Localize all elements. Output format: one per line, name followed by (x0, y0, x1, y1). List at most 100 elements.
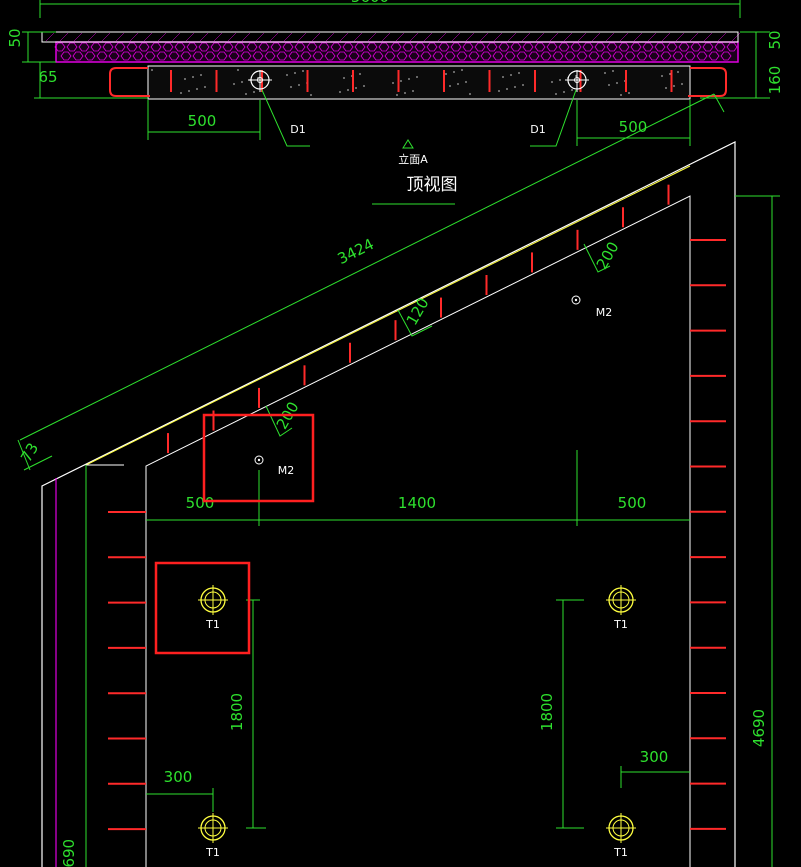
aggregate-dot (151, 69, 153, 71)
aggregate-dot (412, 90, 414, 92)
hatch-cell (198, 42, 210, 52)
aggregate-dot (184, 78, 186, 80)
skin-hatch (717, 32, 727, 42)
pitch-right-dim: 1800 (538, 693, 556, 731)
hatch-cell (174, 42, 186, 52)
t1-anchor (198, 585, 228, 615)
aggregate-dot (669, 73, 671, 75)
skin-hatch (241, 32, 251, 42)
hatch-cell (84, 51, 96, 61)
m2-embed-lower (254, 455, 264, 465)
hatch-cell (324, 51, 336, 61)
insulation-layer (55, 41, 739, 63)
hatch-cell (384, 51, 396, 61)
aggregate-dot (681, 83, 683, 85)
hatch-cell (570, 42, 582, 52)
hatch-cell (252, 51, 264, 61)
aggregate-dot (416, 76, 418, 78)
skin-hatch (129, 32, 139, 42)
aggregate-dot (294, 72, 296, 74)
aggregate-dot (608, 84, 610, 86)
skin-hatch (675, 32, 685, 42)
hatch-cell (288, 51, 300, 61)
hatch-cell (306, 42, 318, 52)
aggregate-dot (298, 84, 300, 86)
aggregate-dot (253, 91, 255, 93)
hatch-cell (432, 51, 444, 61)
hatch-cell (246, 42, 258, 52)
hatch-cell (276, 51, 288, 61)
hatch-cell (300, 51, 312, 61)
hatch-cell (72, 51, 84, 61)
aggregate-dot (575, 75, 577, 77)
aggregate-dot (404, 92, 406, 94)
hatch-cell (270, 42, 282, 52)
hatch-cell (624, 51, 636, 61)
skin-hatch (619, 32, 629, 42)
hatch-cell (114, 42, 126, 52)
hatch-cell (588, 51, 600, 61)
hatch-cell (528, 51, 540, 61)
aggregate-dot (310, 94, 312, 96)
m2-tag-lower: M2 (278, 464, 295, 477)
skin-hatch (507, 32, 517, 42)
hatch-cell (390, 42, 402, 52)
hatch-cell (210, 42, 222, 52)
hatch-cell (60, 51, 72, 61)
skin-hatch (465, 32, 475, 42)
skin-hatch (535, 32, 545, 42)
aggregate-dot (355, 87, 357, 89)
hatch-cell (348, 51, 360, 61)
hatch-cell (258, 42, 270, 52)
aggregate-dot (363, 85, 365, 87)
hyp-offset-dim: 73 (17, 440, 42, 466)
skin-hatch (703, 32, 713, 42)
hatch-cell (372, 51, 384, 61)
aggregate-dot (673, 85, 675, 87)
hatch-cell (618, 42, 630, 52)
skin-hatch (395, 32, 405, 42)
t1-tag-a: T1 (205, 618, 220, 631)
hatch-cell (462, 42, 474, 52)
hatch-cell (678, 42, 690, 52)
aggregate-dot (359, 73, 361, 75)
hatch-cell (132, 51, 144, 61)
aggregate-dot (241, 81, 243, 83)
hatch-cell (648, 51, 660, 61)
t1-anchor (606, 813, 636, 843)
skin-hatch (311, 32, 321, 42)
aggregate-dot (665, 87, 667, 89)
hyp-length-dim: 3424 (335, 235, 377, 268)
hatch-cell (558, 42, 570, 52)
skin-hatch (493, 32, 503, 42)
d1-anchor-right (530, 70, 589, 147)
skin-hatch (521, 32, 531, 42)
slab-outer-outline (41, 141, 736, 867)
aggregate-dot (245, 93, 247, 95)
aggregate-dot (302, 70, 304, 72)
hatch-cell (318, 42, 330, 52)
t1-tag-d: T1 (613, 846, 628, 859)
skin-hatch (255, 32, 265, 42)
aggregate-dot (408, 78, 410, 80)
hatch-cell (720, 51, 732, 61)
aggregate-dot (445, 73, 447, 75)
aggregate-dot (392, 82, 394, 84)
hatch-cell (234, 42, 246, 52)
hatch-cell (510, 42, 522, 52)
skin-hatch (689, 32, 699, 42)
section-strip: 5600 D1 D1 (6, 0, 784, 205)
hatch-cell (666, 42, 678, 52)
hatch-cell (408, 51, 420, 61)
t1-tag-c: T1 (205, 846, 220, 859)
hatch-cell (582, 42, 594, 52)
hatch-cell (294, 42, 306, 52)
aggregate-dot (204, 86, 206, 88)
hatch-cell (522, 42, 534, 52)
hatch-cell (396, 51, 408, 61)
edge-65-dim: 65 (38, 68, 57, 86)
hatch-cell (594, 42, 606, 52)
aggregate-dot (612, 70, 614, 72)
hatch-cell (240, 51, 252, 61)
hatch-cell (654, 42, 666, 52)
